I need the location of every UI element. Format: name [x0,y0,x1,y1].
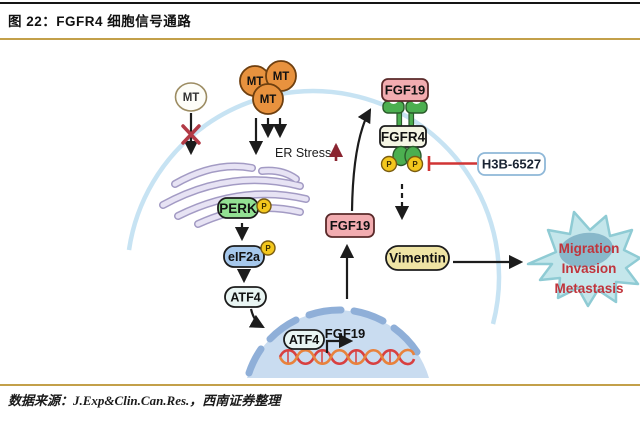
mt-label: MT [260,94,277,106]
dna-helix-icon [278,348,416,366]
atf4-label: ATF4 [230,291,260,305]
data-source: 数据来源：J.Exp&Clin.Can.Res.，西南证券整理 [8,393,281,408]
migrating-cell: Migration Invasion Metastasis [526,210,640,308]
nuclear-envelope-segment [305,306,345,319]
phospho-label: P [265,244,271,253]
perk-node: PERK P [217,197,272,219]
mt-label: MT [247,76,264,88]
fgf19-ligand-node [381,78,429,102]
phospho-label: P [412,160,418,169]
nucleus: FGF19 ATF4 [245,306,429,378]
h3b-6527-label: H3B-6527 [482,157,541,172]
fgf19-cytoplasm-label: FGF19 [330,218,370,233]
top-border-rule [0,2,640,4]
outcome-migration-label: Migration [559,241,620,256]
mt-label: MT [273,71,290,83]
migrating-cell-nucleus [559,232,613,268]
nucleus-body [247,310,429,378]
phospho-badge [256,198,272,214]
nuclear-envelope-segment [350,307,387,325]
atf4-nuclear-node [283,329,325,350]
title-underline-rule [0,38,640,40]
mt-monomer-label: MT [183,92,200,104]
blocked-x-icon [181,124,201,145]
h3b-6527-node [477,152,546,176]
vimentin-node: Vimentin [385,245,450,271]
figure-title: 图 22：FGFR4 细胞信号通路 [8,14,192,29]
outcome-metastasis-label: Metastasis [554,281,623,296]
fgf19-ligand-label: FGF19 [385,83,425,98]
phospho-label: P [261,202,267,211]
phospho-label: P [386,160,392,169]
eif2a-label: eIF2a [228,250,261,264]
fgf19-to-receptor-arrow [350,108,372,212]
fgf19-cytoplasm-node: FGF19 [325,213,375,238]
inhibitor-group: H3B-6527 [427,152,546,176]
inhibition-tbar-icon [427,156,477,171]
footer-rule [0,384,640,386]
nuclear-envelope-segment [266,316,300,343]
atf4-nuclear-label: ATF4 [289,333,319,347]
vimentin-label: Vimentin [389,251,446,266]
phospho-badge [380,155,398,173]
nuclear-envelope-segment [390,324,421,356]
phospho-badge [260,240,276,256]
mt-trimer: MT MT MT [239,60,297,156]
nuclear-envelope-segment [245,345,265,377]
transcription-arrow [325,333,354,353]
fgfr4-receptor-complex: FGF19 FGFR4 P P [379,78,429,173]
fgf19-gene-label: FGF19 [325,326,365,341]
atf4-to-nucleus-arrow [248,308,265,329]
fgfr4-label: FGFR4 [381,130,426,145]
eif2a-node: eIF2a P [223,240,276,268]
mt-monomer: MT [174,82,208,156]
phospho-badge [406,155,424,173]
perk-label: PERK [219,201,257,216]
er-stress-label: ER Stress [275,146,331,160]
outcome-invasion-label: Invasion [562,261,617,276]
atf4-node: ATF4 [224,286,267,308]
cell-membrane [126,88,502,325]
